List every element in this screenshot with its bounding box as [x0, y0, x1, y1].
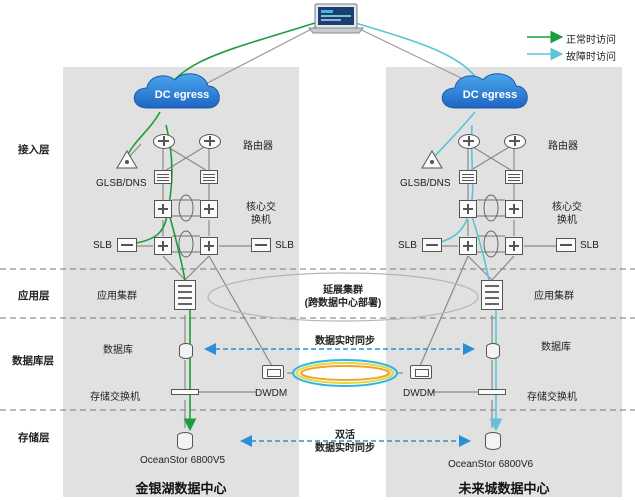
- left-cloud-icon: [133, 73, 220, 109]
- left-storage-switch-icon: [171, 389, 199, 395]
- right-app-server-icon: [481, 280, 503, 310]
- dwdm-link-rings: [292, 359, 398, 387]
- stretched-cluster-label: 延展集群(跨数据中心部署): [304, 285, 382, 309]
- right-slb-1-label: SLB: [398, 240, 417, 251]
- layer-app-label: 应用层: [18, 290, 50, 302]
- right-storage-label: OceanStor 6800V6: [448, 459, 534, 470]
- right-storage-icon: [485, 432, 501, 450]
- right-slb-2-label: SLB: [580, 240, 599, 251]
- right-database-label: 数据库: [541, 342, 571, 353]
- right-dc-panel: [386, 67, 622, 497]
- left-slb-2-label: SLB: [275, 240, 294, 251]
- layer-storage-label: 存储层: [18, 432, 50, 444]
- right-gslb-label: GLSB/DNS: [400, 178, 451, 189]
- left-database-icon: [179, 343, 193, 359]
- left-router-1-icon: [153, 134, 175, 149]
- active-active-label: 双活数据实时同步: [315, 430, 375, 454]
- legend-fault-label: 故障时访问: [566, 52, 616, 63]
- right-dwdm-icon: [410, 365, 432, 379]
- right-gslb-icon: [421, 150, 443, 169]
- left-dwdm-label: DWDM: [255, 388, 288, 399]
- left-dc-name: 金银湖数据中心: [135, 481, 227, 496]
- left-dwdm-icon: [262, 365, 284, 379]
- left-storage-icon: [177, 432, 193, 450]
- right-slb-2-icon: [556, 238, 576, 252]
- left-database-label: 数据库: [103, 345, 133, 356]
- left-app-cluster-label: 应用集群: [97, 291, 137, 302]
- left-slb-2-icon: [251, 238, 271, 252]
- left-slb-1-label: SLB: [93, 240, 112, 251]
- left-slb-1-icon: [117, 238, 137, 252]
- right-network-links: [419, 143, 556, 428]
- right-storage-switch-icon: [478, 389, 506, 395]
- right-storage-switch-label: 存储交换机: [527, 392, 577, 403]
- left-storage-label: OceanStor 6800V5: [140, 455, 226, 466]
- right-router-label: 路由器: [548, 141, 578, 152]
- legend-normal-label: 正常时访问: [566, 35, 616, 46]
- left-firewall-1-icon: [154, 170, 172, 184]
- right-router-1-icon: [458, 134, 480, 149]
- left-core-switch-label: 核心交换机: [246, 202, 276, 226]
- stretched-cluster-ellipse: [207, 272, 479, 322]
- layer-db-label: 数据库层: [12, 355, 54, 367]
- left-storage-switch-label: 存储交换机: [90, 392, 140, 403]
- right-dc-name: 未来城数据中心: [458, 481, 550, 496]
- left-app-server-icon: [174, 280, 196, 310]
- left-cloud-label: DC egress: [154, 89, 210, 101]
- left-core-switch-1-icon: [154, 200, 172, 218]
- right-cloud-icon: [441, 73, 528, 109]
- left-core-switch-2-icon: [200, 200, 218, 218]
- right-agg-switch-2-icon: [505, 237, 523, 255]
- db-sync-label: 数据实时同步: [315, 336, 375, 347]
- right-firewall-1-icon: [459, 170, 477, 184]
- layer-access-label: 接入层: [18, 144, 50, 156]
- layer-dividers: [0, 268, 635, 411]
- right-slb-1-icon: [422, 238, 442, 252]
- right-core-switch-2-icon: [505, 200, 523, 218]
- right-router-2-icon: [504, 134, 526, 149]
- right-agg-switch-1-icon: [459, 237, 477, 255]
- right-database-icon: [486, 343, 500, 359]
- left-firewall-2-icon: [200, 170, 218, 184]
- left-gslb-icon: [116, 150, 138, 169]
- right-cloud-label: DC egress: [462, 89, 518, 101]
- right-app-cluster-label: 应用集群: [534, 291, 574, 302]
- left-agg-switch-1-icon: [154, 237, 172, 255]
- right-dwdm-label: DWDM: [403, 388, 436, 399]
- left-router-label: 路由器: [243, 141, 273, 152]
- left-gslb-label: GLSB/DNS: [96, 178, 147, 189]
- left-agg-switch-2-icon: [200, 237, 218, 255]
- right-core-switch-label: 核心交换机: [552, 202, 582, 226]
- left-router-2-icon: [199, 134, 221, 149]
- laptop-icon: [307, 3, 365, 34]
- right-firewall-2-icon: [505, 170, 523, 184]
- right-core-switch-1-icon: [459, 200, 477, 218]
